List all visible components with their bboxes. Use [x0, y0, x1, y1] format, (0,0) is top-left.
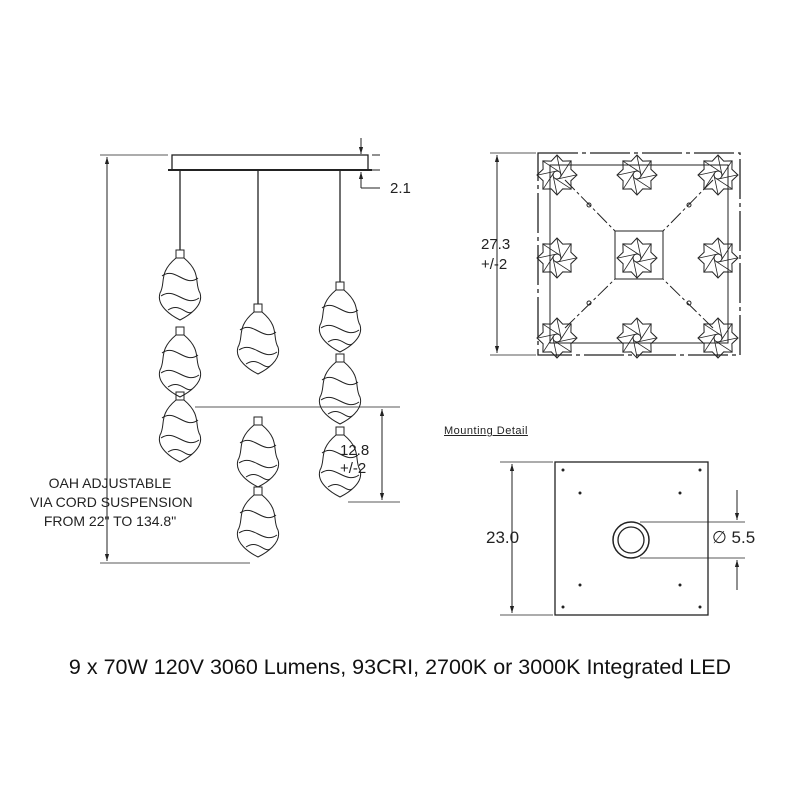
spacing-tolerance-label: +/-2	[340, 460, 367, 477]
rosette-shade	[616, 237, 658, 279]
rosette-shade	[536, 317, 578, 359]
oah-line: OAH ADJUSTABLE	[48, 475, 172, 491]
mounting-plate	[500, 461, 745, 616]
oah-line: VIA CORD SUSPENSION	[30, 494, 193, 510]
rosette-shade	[536, 154, 578, 196]
pendant-shade	[236, 303, 280, 375]
front-view	[100, 138, 400, 564]
top-view	[490, 152, 741, 359]
pendant-shade	[318, 426, 362, 498]
width-label: 27.3	[481, 236, 511, 253]
pendant-shade	[236, 486, 280, 558]
spacing-label: 12.8	[340, 442, 370, 459]
pendant-shade	[158, 326, 202, 398]
pendant-shade	[158, 391, 202, 463]
specs-caption: 9 x 70W 120V 3060 Lumens, 93CRI, 2700K o…	[68, 655, 732, 679]
oah-line: FROM 22" TO 134.8"	[43, 513, 177, 529]
mounting-detail-title: Mounting Detail	[444, 425, 528, 437]
hole-diameter-label: ∅ 5.5	[712, 528, 756, 547]
oah-note: OAH ADJUSTABLE VIA CORD SUSPENSION FROM …	[30, 474, 193, 531]
rosette-shade	[697, 154, 739, 196]
pendant-shade	[158, 249, 202, 321]
mounting-hole	[612, 521, 650, 559]
pendant-shade	[318, 353, 362, 425]
pendant-shade	[236, 416, 280, 488]
pendant-shade	[318, 281, 362, 353]
canopy	[171, 154, 369, 171]
rosette-shade	[697, 237, 739, 279]
rosette-shade	[536, 237, 578, 279]
width-tolerance-label: +/-2	[481, 256, 508, 273]
rosette-shade	[697, 317, 739, 359]
canopy-height-label: 2.1	[390, 180, 411, 197]
rosette-shade	[616, 317, 658, 359]
plate-size-label: 23.0	[486, 528, 520, 547]
rosette-shade	[616, 154, 658, 196]
